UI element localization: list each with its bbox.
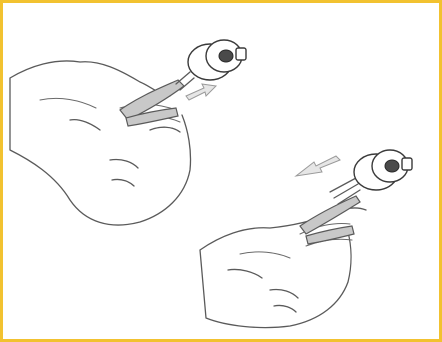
step-1-group bbox=[9, 39, 247, 226]
step-1-arrow-right-icon bbox=[185, 83, 218, 101]
step-1-tool-handle bbox=[125, 107, 179, 127]
step-1-connector bbox=[175, 39, 247, 91]
step-2-connector bbox=[353, 149, 413, 191]
step-2-tool-handle bbox=[305, 225, 355, 245]
step-2-tool bbox=[299, 195, 361, 235]
step-2-group bbox=[199, 149, 413, 329]
step-2-wires bbox=[329, 177, 361, 205]
step-2-hand bbox=[199, 207, 367, 329]
step-1-hand bbox=[9, 60, 192, 226]
step-2-arrow-left-icon bbox=[294, 155, 341, 177]
